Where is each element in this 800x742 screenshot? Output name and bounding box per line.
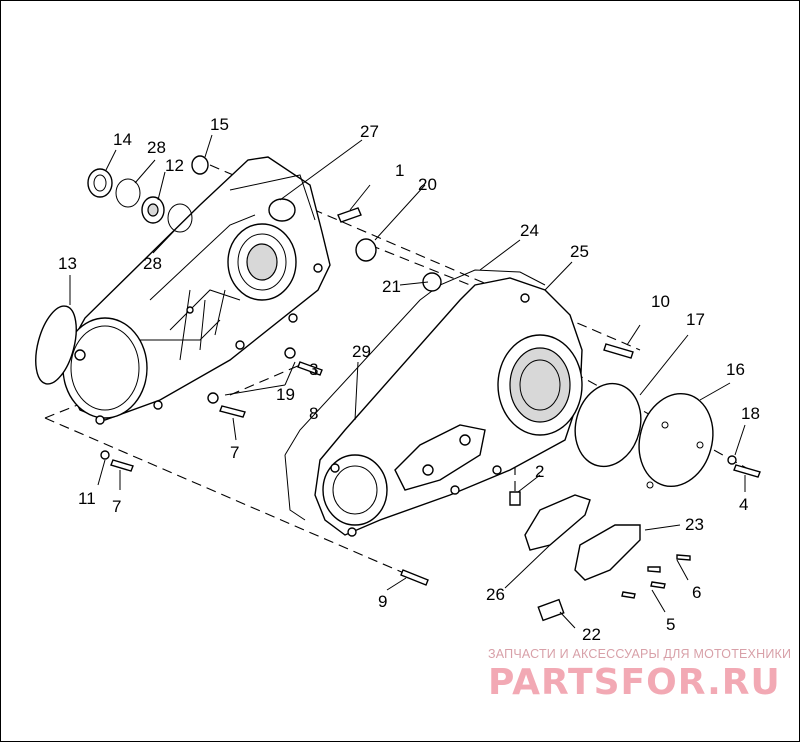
callout-19: 19 xyxy=(276,385,295,404)
callout-12: 12 xyxy=(165,156,184,175)
callout-15: 15 xyxy=(210,115,229,134)
callout-27: 27 xyxy=(360,122,379,141)
callout-14: 14 xyxy=(113,130,132,149)
callout-21: 21 xyxy=(382,277,401,296)
callout-28b: 28 xyxy=(143,254,162,273)
callout-9: 9 xyxy=(378,592,387,611)
watermark-logo: PARTSFOR.RU xyxy=(488,662,781,703)
callout-numbers: 1 2 3 4 5 6 7 7 8 9 10 11 12 13 14 15 16… xyxy=(58,115,760,644)
callout-29: 29 xyxy=(352,342,371,361)
callout-7a: 7 xyxy=(230,443,239,462)
callout-1: 1 xyxy=(395,161,404,180)
callout-22: 22 xyxy=(582,625,601,644)
inner-primary-housing xyxy=(62,156,331,425)
callout-8: 8 xyxy=(309,404,318,423)
leader-lines xyxy=(69,134,746,629)
callout-3: 3 xyxy=(309,360,318,379)
callout-17: 17 xyxy=(686,310,705,329)
callout-11: 11 xyxy=(78,489,96,508)
small-parts xyxy=(87,155,761,599)
callout-16: 16 xyxy=(726,360,745,379)
callout-26: 26 xyxy=(486,585,505,604)
callout-28a: 28 xyxy=(147,138,166,157)
callout-20: 20 xyxy=(418,175,437,194)
callout-5: 5 xyxy=(666,615,675,634)
callout-2: 2 xyxy=(535,462,544,481)
callout-23: 23 xyxy=(685,515,704,534)
callout-7b: 7 xyxy=(112,497,121,516)
callout-10: 10 xyxy=(651,292,670,311)
callout-25: 25 xyxy=(570,242,589,261)
callout-24: 24 xyxy=(520,221,539,240)
outer-primary-cover xyxy=(314,277,583,537)
watermark-caption: ЗАПЧАСТИ И АКСЕССУАРЫ ДЛЯ МОТОТЕХНИКИ xyxy=(488,647,792,661)
gaskets xyxy=(35,269,714,622)
callout-18: 18 xyxy=(741,404,760,423)
callout-13: 13 xyxy=(58,254,77,273)
callout-4: 4 xyxy=(739,495,748,514)
callout-6: 6 xyxy=(692,583,701,602)
